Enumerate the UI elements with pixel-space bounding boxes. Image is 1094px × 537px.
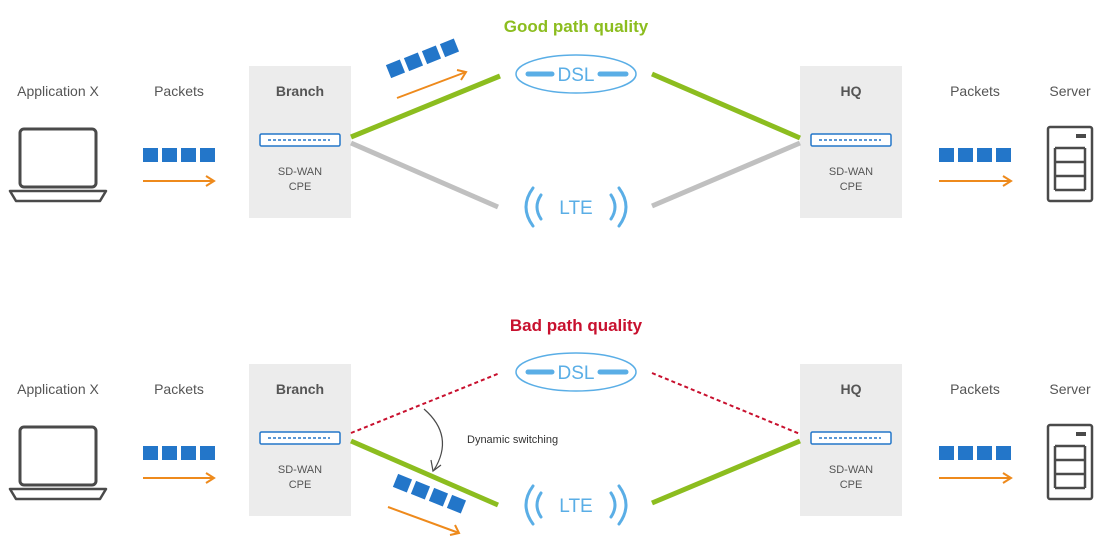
packet [446, 494, 467, 514]
lte-label: LTE [559, 198, 592, 219]
hq-label: HQ [841, 83, 862, 99]
hq-device-line1: SD-WAN [829, 464, 873, 476]
packet [996, 148, 1011, 162]
dsl-path-hq [651, 71, 801, 141]
packet-group [143, 446, 215, 460]
lte-label: LTE [559, 496, 592, 517]
packet [392, 473, 413, 493]
packets-right-label: Packets [950, 381, 1000, 397]
transit-packet-group [385, 38, 460, 79]
packet [162, 446, 177, 460]
arrow-icon [939, 175, 1013, 187]
dsl-path-hq [651, 372, 801, 435]
router-icon [810, 133, 892, 147]
packet [385, 59, 406, 79]
lte-path-hq [651, 140, 801, 209]
packet [143, 148, 158, 162]
lte-path-branch [350, 140, 499, 210]
packet [181, 148, 196, 162]
packet-group [143, 148, 215, 162]
switching-arrow-icon [423, 408, 443, 473]
packet [977, 446, 992, 460]
router-icon [259, 133, 341, 147]
lte-path-branch [350, 438, 499, 508]
scenario-bad-path: Bad path quality Application X Packets P… [8, 316, 1094, 536]
branch-device-line2: CPE [289, 479, 312, 491]
packets-right-label: Packets [950, 83, 1000, 99]
packet [200, 148, 215, 162]
transit-packet-group [392, 473, 467, 514]
app-label: Application X [17, 381, 99, 397]
packet [410, 480, 431, 500]
dsl-icon [515, 54, 637, 94]
packet [939, 148, 954, 162]
packet [958, 148, 973, 162]
packets-left-label: Packets [154, 83, 204, 99]
router-icon [259, 431, 341, 445]
lte-icon [524, 186, 628, 228]
server-label: Server [1049, 381, 1091, 397]
packet-group [939, 446, 1011, 460]
dsl-icon [515, 352, 637, 392]
arrow-icon [396, 69, 468, 99]
packet [162, 148, 177, 162]
packet [421, 45, 442, 65]
hq-device-line1: SD-WAN [829, 166, 873, 178]
branch-label: Branch [276, 83, 324, 99]
scenario-title: Good path quality [504, 17, 649, 36]
packet [958, 446, 973, 460]
router-icon [810, 431, 892, 445]
packet [200, 446, 215, 460]
hq-device-line2: CPE [840, 181, 863, 193]
dsl-label: DSL [558, 65, 595, 86]
branch-device-line1: SD-WAN [278, 166, 322, 178]
arrow-icon [143, 175, 216, 187]
branch-label: Branch [276, 381, 324, 397]
packet [428, 487, 449, 507]
branch-device-line1: SD-WAN [278, 464, 322, 476]
packet [977, 148, 992, 162]
scenario-title: Bad path quality [510, 316, 643, 335]
dsl-path-branch [350, 372, 501, 434]
server-label: Server [1049, 83, 1091, 99]
packet [939, 446, 954, 460]
lte-path-hq [651, 438, 801, 506]
scenario-good-path: Good path quality Application X Packets … [8, 17, 1094, 228]
hq-label: HQ [841, 381, 862, 397]
laptop-icon [8, 127, 108, 203]
branch-device-line2: CPE [289, 181, 312, 193]
packet-group [939, 148, 1011, 162]
arrow-icon [387, 506, 461, 536]
packet [143, 446, 158, 460]
app-label: Application X [17, 83, 99, 99]
lte-icon [524, 484, 628, 526]
packet [403, 52, 424, 72]
arrow-icon [143, 472, 216, 484]
dsl-path-branch [350, 73, 501, 140]
hq-device-line2: CPE [840, 479, 863, 491]
server-icon [1046, 423, 1094, 501]
server-icon [1046, 125, 1094, 203]
packet [439, 38, 460, 58]
laptop-icon [8, 425, 108, 501]
arrow-icon [939, 472, 1013, 484]
packet [996, 446, 1011, 460]
dsl-label: DSL [558, 363, 595, 384]
switching-label: Dynamic switching [467, 434, 558, 446]
packet [181, 446, 196, 460]
packets-left-label: Packets [154, 381, 204, 397]
